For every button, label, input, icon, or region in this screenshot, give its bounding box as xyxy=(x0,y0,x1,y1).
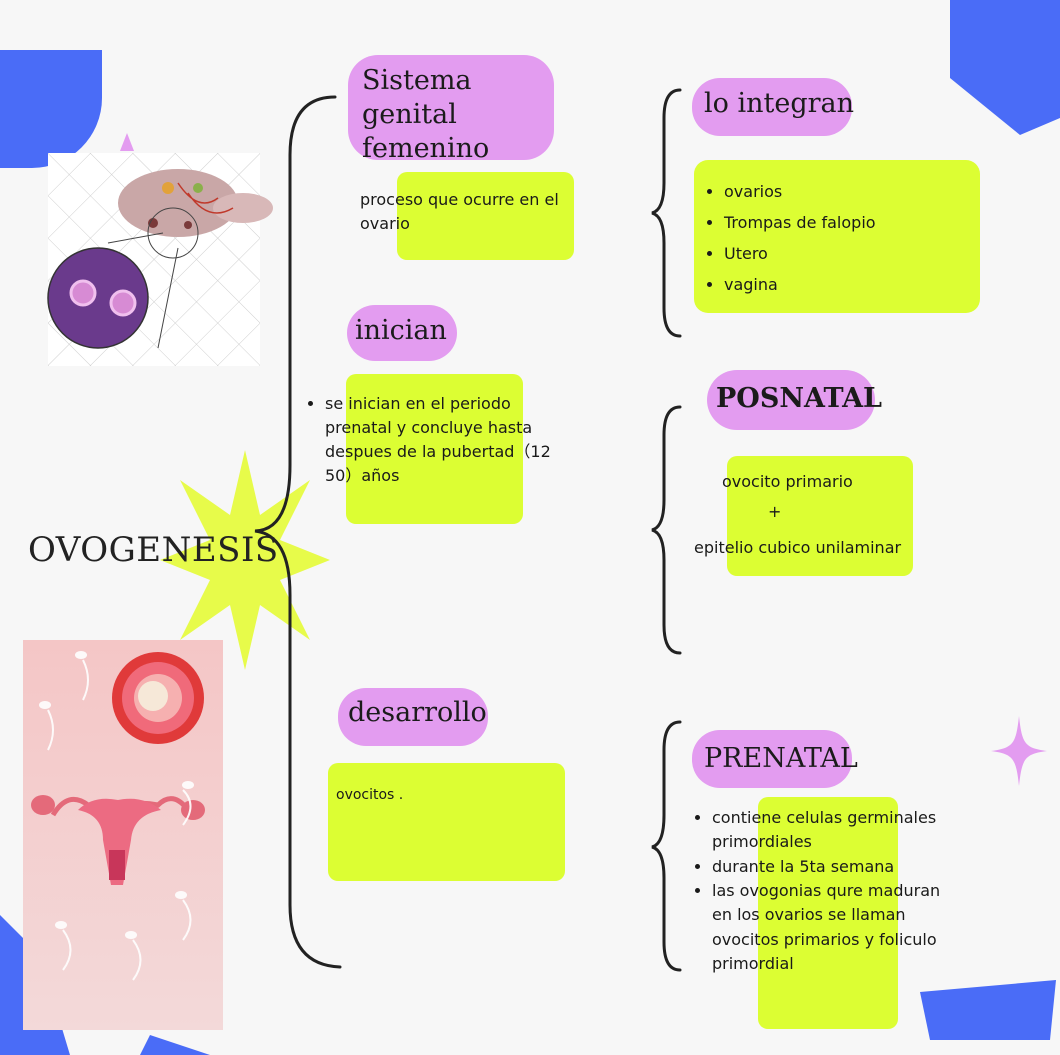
prenatal-line: las ovogonias qure maduran xyxy=(712,879,982,903)
prenatal-line: en los ovarios se llaman xyxy=(712,903,982,927)
integran-item: vagina xyxy=(724,269,976,300)
posnatal-line3: epitelio cubico unilaminar xyxy=(694,538,901,557)
uterus-illustration-image xyxy=(23,640,223,1030)
sistema-title-line2: femenino xyxy=(362,132,562,166)
inician-title: inician xyxy=(355,314,447,348)
integran-item: Utero xyxy=(724,238,976,269)
prenatal-line: durante la 5ta semana xyxy=(712,855,982,879)
main-bracket xyxy=(250,95,340,975)
prenatal-line: contiene celulas germinales xyxy=(712,806,982,830)
central-title: OVOGENESIS xyxy=(28,530,279,570)
posnatal-line2: + xyxy=(768,502,781,521)
bracket-integran xyxy=(650,88,686,338)
integran-list: ovarios Trompas de falopio Utero vagina xyxy=(706,176,976,300)
desarrollo-title: desarrollo xyxy=(348,696,487,730)
prenatal-line: primordial xyxy=(712,952,982,976)
prenatal-item: las ovogonias qure maduran en los ovario… xyxy=(712,879,982,976)
integran-title: lo integran xyxy=(704,87,854,121)
blue-shape-top-right xyxy=(940,0,1060,140)
bracket-posnatal xyxy=(650,405,686,655)
posnatal-title: POSNATAL xyxy=(716,382,882,416)
desarrollo-text: ovocitos . xyxy=(336,787,403,803)
inician-line: se inician en el periodo xyxy=(325,392,593,416)
prenatal-line: ovocitos primarios y foliculo xyxy=(712,928,982,952)
inician-line: prenatal y concluye hasta xyxy=(325,416,593,440)
prenatal-item: contiene celulas germinales primordiales xyxy=(712,806,982,855)
blue-shape-top-left xyxy=(0,50,102,168)
sistema-description: proceso que ocurre en el ovario xyxy=(360,188,590,236)
ovary-histology-image xyxy=(48,153,260,366)
inician-bullet-item: se inician en el periodo prenatal y conc… xyxy=(325,392,593,488)
sistema-title: Sistema genital femenino xyxy=(362,64,562,165)
desarrollo-box xyxy=(328,763,565,881)
posnatal-line1: ovocito primario xyxy=(722,472,853,491)
bracket-prenatal xyxy=(650,720,686,972)
sistema-description-line2: ovario xyxy=(360,212,590,236)
sistema-description-line1: proceso que ocurre en el xyxy=(360,188,590,212)
inician-line: 50）años xyxy=(325,464,593,488)
integran-item: Trompas de falopio xyxy=(724,207,976,238)
blue-shape-bottom-right xyxy=(920,980,1060,1040)
prenatal-line: primordiales xyxy=(712,830,982,854)
sparkle-icon xyxy=(991,716,1047,786)
integran-item: ovarios xyxy=(724,176,976,207)
prenatal-list: contiene celulas germinales primordiales… xyxy=(692,806,982,976)
inician-line: despues de la pubertad（12 xyxy=(325,440,593,464)
prenatal-title: PRENATAL xyxy=(704,742,858,776)
inician-bullet: se inician en el periodo prenatal y conc… xyxy=(303,392,593,488)
pink-triangle-icon xyxy=(120,133,134,151)
sistema-title-line1: Sistema genital xyxy=(362,64,562,132)
prenatal-item: durante la 5ta semana xyxy=(712,855,982,879)
